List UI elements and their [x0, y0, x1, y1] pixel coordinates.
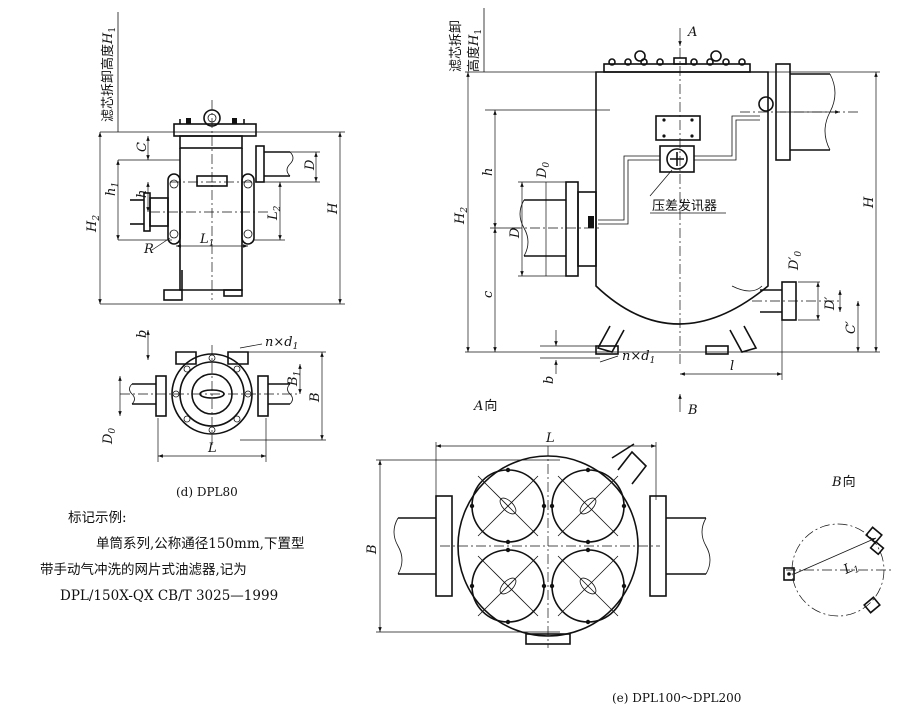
- svg-text:高度H1: 高度H1: [466, 29, 484, 72]
- d-removal-height-label: 滤芯拆卸高度H1: [100, 27, 118, 122]
- dpl80-top-view: b n×d1 D0 B1 B: [101, 330, 326, 462]
- dp-transmitter-callout: 压差发讯器: [652, 198, 717, 214]
- svg-text:h: h: [481, 168, 496, 176]
- svg-text:H: H: [862, 196, 877, 209]
- svg-text:B: B: [308, 392, 323, 403]
- svg-text:D0: D0: [101, 428, 118, 445]
- svg-text:D: D: [508, 227, 523, 239]
- svg-text:b: b: [135, 330, 150, 338]
- svg-text:L1: L1: [199, 232, 214, 249]
- svg-text:C′: C′: [844, 321, 859, 334]
- dpl100-200-front-view: 滤芯拆卸 高度H1 A 压差发讯器: [448, 8, 880, 418]
- view-a-label: A向: [473, 398, 497, 414]
- svg-text:D′0: D′0: [787, 251, 804, 271]
- svg-text:R: R: [143, 242, 154, 257]
- dpl100-200-a-view: L B: [365, 431, 711, 648]
- dpl80-front-view: 滤芯拆卸高度H1: [85, 12, 345, 305]
- svg-text:A: A: [687, 25, 697, 40]
- svg-text:C: C: [135, 142, 150, 152]
- svg-text:b: b: [542, 376, 557, 384]
- svg-text:B: B: [687, 403, 698, 418]
- marking-example-line2: 带手动气冲洗的网片式油滤器,记为: [40, 562, 247, 578]
- svg-text:n×d1: n×d1: [265, 335, 298, 352]
- svg-text:H2: H2: [85, 215, 102, 233]
- svg-text:D′: D′: [823, 297, 838, 311]
- svg-text:B: B: [365, 544, 380, 555]
- svg-text:L1: L1: [841, 558, 862, 580]
- svg-text:c: c: [481, 290, 496, 298]
- marking-example-line1: 单筒系列,公称通径150mm,下置型: [96, 536, 305, 552]
- svg-text:B1: B1: [286, 371, 303, 387]
- svg-text:H: H: [326, 202, 341, 215]
- svg-text:滤芯拆卸: 滤芯拆卸: [448, 20, 464, 72]
- marking-example-line3: DPL/150X-QX CB/T 3025—1999: [60, 588, 279, 604]
- svg-text:h: h: [135, 190, 150, 198]
- marking-example: 标记示例: 单筒系列,公称通径150mm,下置型 带手动气冲洗的网片式油滤器,记…: [40, 505, 305, 609]
- dpl80-caption: (d) DPL80: [176, 485, 238, 499]
- svg-text:L: L: [545, 431, 555, 446]
- marking-example-title: 标记示例:: [68, 510, 127, 526]
- svg-text:L2: L2: [266, 205, 283, 221]
- svg-text:D: D: [303, 159, 318, 171]
- svg-text:H2: H2: [453, 207, 470, 225]
- svg-text:L: L: [207, 441, 217, 456]
- svg-text:D0: D0: [535, 162, 552, 179]
- svg-text:B向: B向: [831, 474, 856, 490]
- svg-text:l: l: [730, 359, 734, 374]
- dpl100-200-b-view: B向 L1: [783, 474, 892, 617]
- svg-text:h1: h1: [104, 182, 121, 196]
- svg-text:n×d1: n×d1: [622, 349, 655, 366]
- dpl100-200-caption: (e) DPL100～DPL200: [612, 691, 741, 705]
